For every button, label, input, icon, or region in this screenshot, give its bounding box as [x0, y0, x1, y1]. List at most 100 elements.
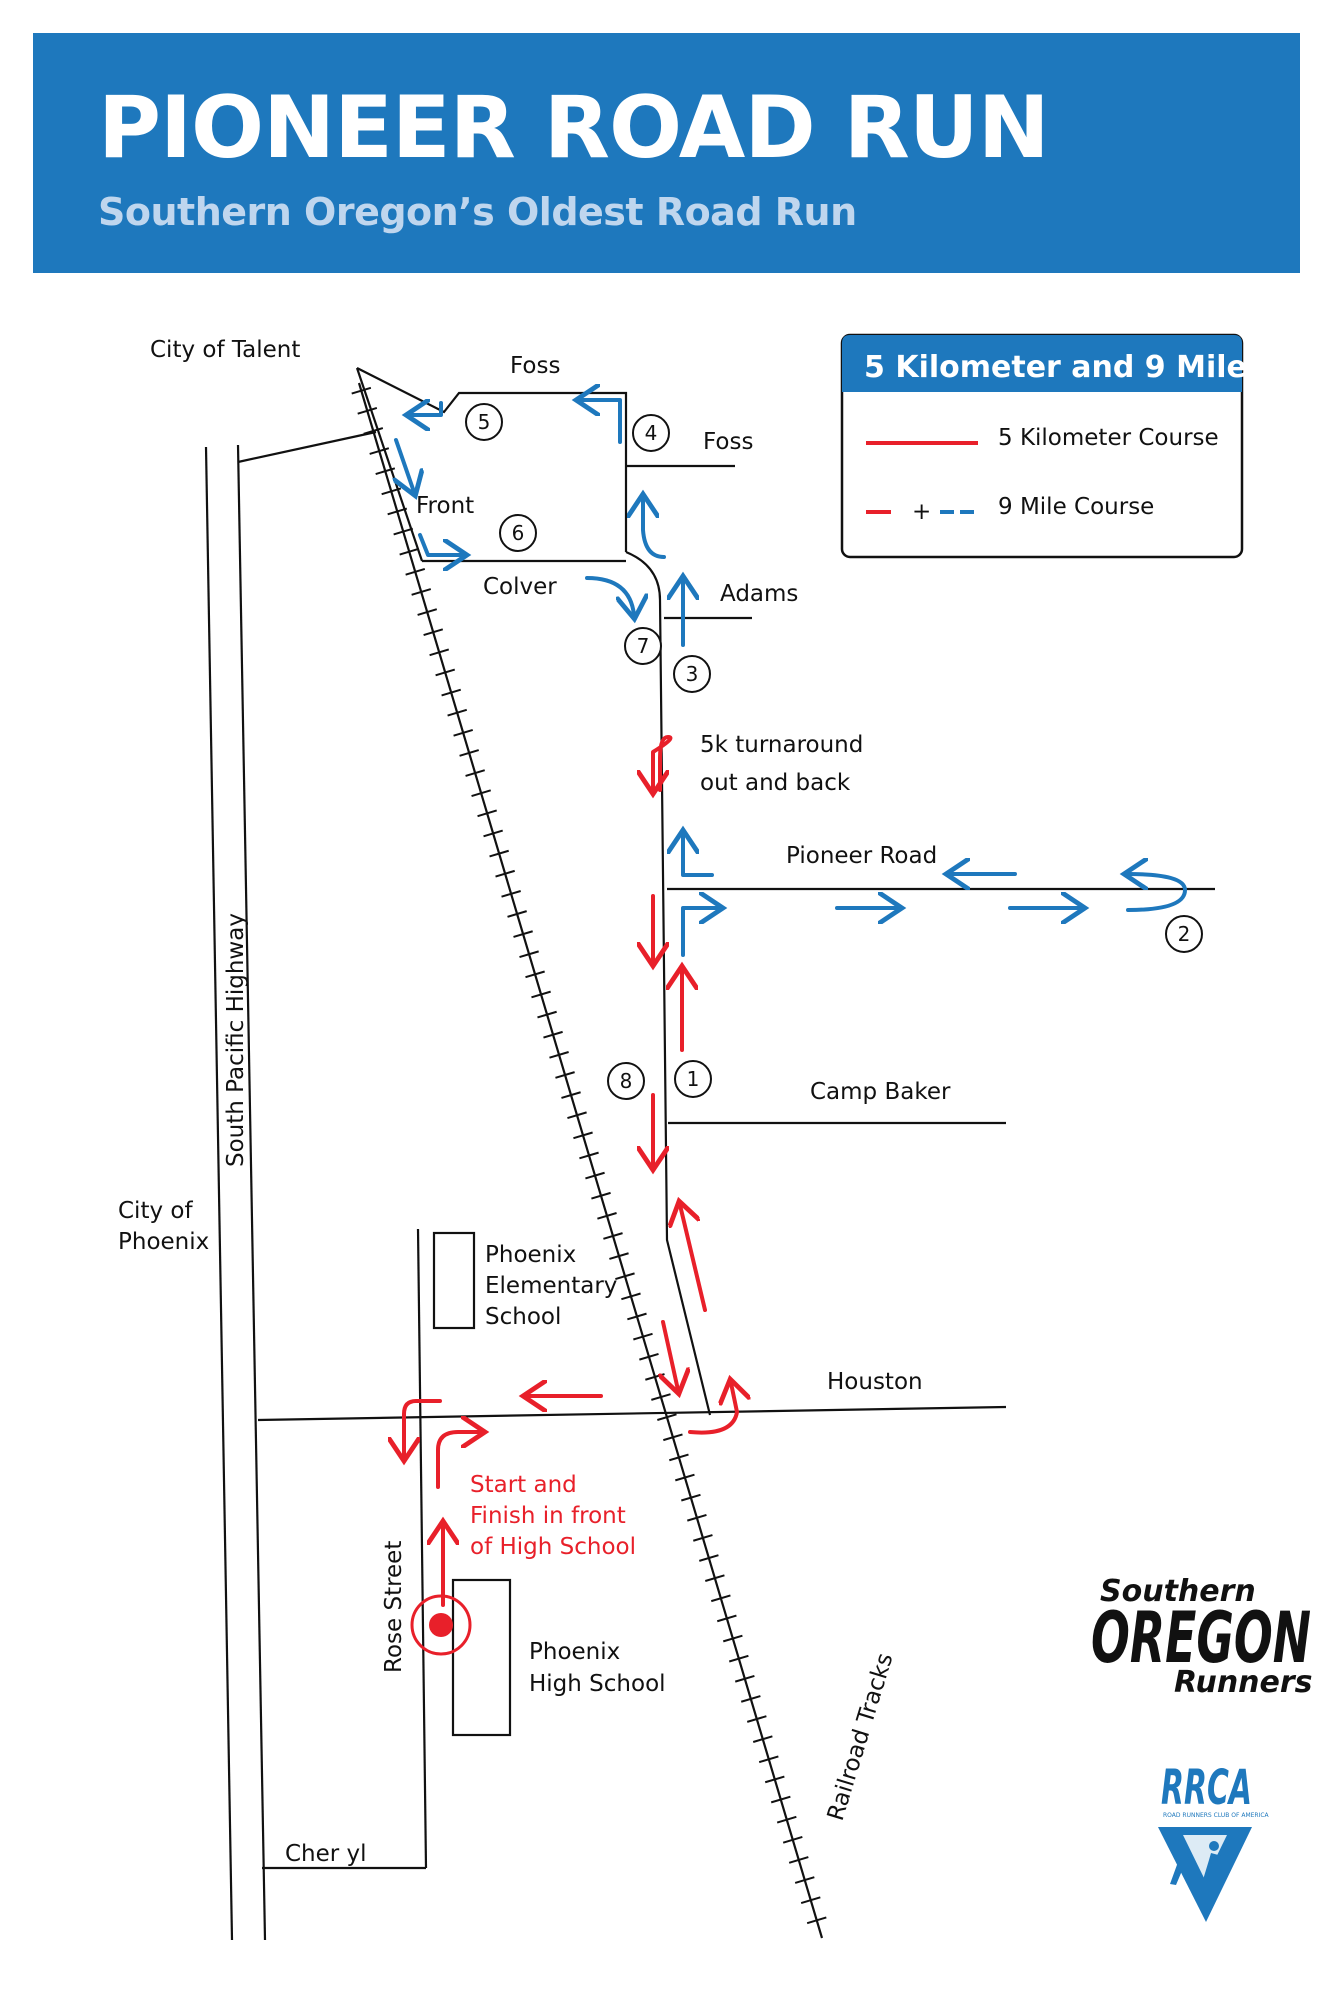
railroad-tie [752, 1735, 773, 1743]
blue-arrow-pioneer-east [681, 908, 719, 957]
railroad-tie [459, 749, 480, 757]
railroad-tie [357, 406, 378, 415]
checkpoint-2: 2 [1165, 915, 1203, 953]
railroad-tie [519, 950, 539, 959]
map-labels: City of Talent Foss Foss Front Colver Ad… [118, 337, 951, 1867]
railroad-tie [417, 608, 438, 616]
label-camp-baker: Camp Baker [810, 1079, 951, 1105]
label-elementary-1: Phoenix [485, 1242, 576, 1268]
railroad-tie [692, 1534, 713, 1542]
label-turnaround-1: 5k turnaround [700, 732, 863, 758]
label-foss-right: Foss [703, 429, 753, 455]
railroad-tie [411, 588, 432, 596]
blue-arrow-pioneer-north [683, 834, 714, 877]
label-start-1: Start and [470, 1472, 577, 1498]
railroad-tie [387, 507, 408, 516]
railroad-tie [363, 427, 384, 435]
red-arrow-outbound-1 [680, 1205, 707, 1312]
label-front: Front [416, 493, 474, 519]
elementary-school-building [432, 1231, 476, 1330]
railroad-tie [423, 628, 444, 637]
railroad-tie [669, 1453, 689, 1462]
railroad-tie [704, 1574, 725, 1582]
legend-5k-label: 5 Kilometer Course [998, 425, 1219, 451]
railroad-tie [806, 1916, 827, 1925]
railroad-tie [567, 1111, 587, 1120]
label-south-pacific: South Pacific Highway [223, 913, 249, 1167]
railroad-tie [375, 467, 396, 475]
railroad-tie [507, 910, 527, 918]
railroad-tie [788, 1856, 809, 1864]
svg-text:1: 1 [687, 1067, 700, 1091]
checkpoint-6: 6 [499, 514, 537, 552]
railroad-tie [399, 547, 420, 556]
railroad-tie [393, 527, 414, 536]
legend-9mile-label: 9 Mile Course [998, 494, 1154, 520]
label-elementary-3: School [485, 1304, 561, 1330]
checkpoints: 1 2 3 4 5 6 7 8 [465, 403, 1203, 1100]
blue-arrow-u-turn-2 [1128, 874, 1187, 912]
svg-text:3: 3 [686, 662, 699, 686]
blue-arrow-front-south [396, 438, 414, 492]
red-arrow-return-south [663, 1320, 678, 1390]
railroad-tie [489, 849, 509, 858]
railroad-tie [441, 688, 462, 697]
railroad-tie [746, 1715, 767, 1723]
label-start-3: of High School [470, 1534, 636, 1560]
railroad-tie [770, 1795, 791, 1804]
label-high-school-2: High School [529, 1671, 666, 1697]
railroad-tie [603, 1232, 623, 1240]
railroad-tie [639, 1352, 659, 1361]
high-school-building [451, 1578, 512, 1737]
pioneer-main-road [625, 550, 712, 1416]
red-arrow-corner-houston [688, 1383, 737, 1435]
railroad-tie [722, 1634, 743, 1643]
railroad-tie [782, 1835, 803, 1844]
railroad-tie [477, 809, 497, 818]
railroad-tie [537, 1010, 557, 1019]
railroad-tie [483, 829, 503, 838]
railroad-tie [663, 1433, 683, 1442]
railroad-tie [435, 668, 456, 677]
runner-silhouette-icon [1170, 1841, 1229, 1885]
start-marker-dot [429, 1613, 453, 1637]
highway-right-line [236, 444, 267, 1941]
page-subtitle: Southern Oregon’s Oldest Road Run [98, 190, 857, 234]
blue-arrow-foss-north [643, 498, 666, 559]
title-banner: PIONEER ROAD RUN Southern Oregon’s Oldes… [33, 33, 1300, 273]
rose-street [416, 1228, 428, 1869]
highway-left-line [204, 446, 234, 1941]
houston-road [257, 1405, 1007, 1422]
label-adams: Adams [720, 581, 798, 607]
label-foss-top: Foss [510, 353, 560, 379]
railroad-tie [531, 990, 551, 999]
railroad-tie [591, 1191, 611, 1200]
railroad-tie [549, 1051, 569, 1059]
railroad-tie [740, 1695, 761, 1703]
red-arrow-return-turn [404, 1399, 442, 1457]
railroad-tie [615, 1272, 635, 1281]
checkpoint-5: 5 [465, 403, 503, 441]
railroad-tie [513, 930, 533, 938]
foss-road [356, 367, 628, 552]
railroad-tie [453, 729, 474, 737]
railroad-tie [579, 1151, 599, 1160]
blue-arrow-7 [585, 576, 634, 615]
label-city-phoenix-1: City of [118, 1198, 193, 1224]
svg-text:6: 6 [512, 521, 525, 545]
sor-logo-runners: Runners [1174, 1665, 1313, 1700]
label-pioneer-road: Pioneer Road [786, 843, 937, 869]
railroad-tie [561, 1091, 581, 1099]
talent-road [237, 430, 377, 464]
nine-mile-course [396, 400, 1187, 957]
label-start-2: Finish in front [470, 1503, 626, 1529]
railroad-tie [710, 1594, 731, 1603]
railroad-tie [543, 1030, 563, 1039]
label-high-school-1: Phoenix [529, 1639, 620, 1665]
legend-title: 5 Kilometer and 9 Mile [864, 350, 1247, 385]
checkpoint-3: 3 [673, 655, 711, 693]
railroad-tie [728, 1654, 749, 1663]
railroad-tie [716, 1614, 737, 1623]
railroad-tie [471, 789, 492, 798]
start-marker-ring [410, 1594, 472, 1656]
